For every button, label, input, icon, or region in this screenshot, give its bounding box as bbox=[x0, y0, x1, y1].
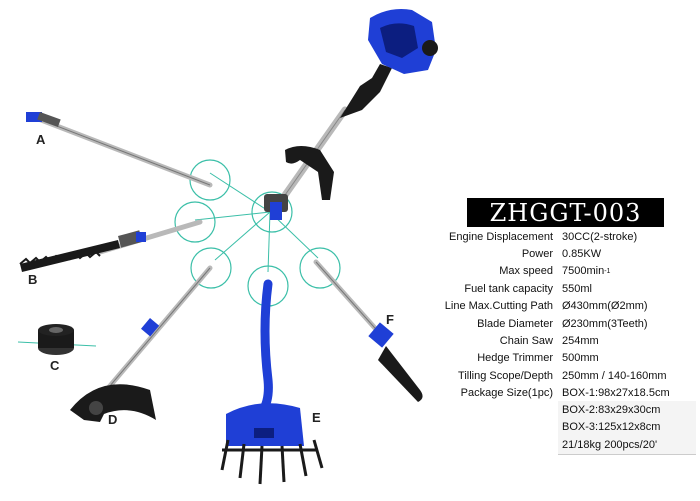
spec-row: Power 0.85KW bbox=[418, 245, 696, 262]
spec-value: BOX-1:98x27x18.5cm bbox=[562, 387, 670, 400]
spec-row: Chain Saw 254mm bbox=[418, 332, 696, 349]
spec-value: 500mm bbox=[562, 352, 599, 365]
label-f: F bbox=[386, 312, 394, 327]
spec-label: Power bbox=[521, 248, 553, 261]
package-box-2: BOX-2:83x29x30cm bbox=[558, 401, 696, 420]
attachment-d-brush-cutter-icon bbox=[70, 265, 213, 422]
label-a: A bbox=[36, 132, 46, 147]
connector-circles bbox=[174, 159, 341, 307]
spec-row-extra: BOX-3:125x12x8cm bbox=[418, 418, 696, 438]
spec-row: Line Max.Cutting Path Ø430mm(Ø2mm) bbox=[418, 298, 696, 315]
connector-lines bbox=[194, 172, 319, 273]
power-unit-icon bbox=[264, 9, 438, 220]
spec-row: Hedge Trimmer 500mm bbox=[418, 350, 696, 367]
spec-row: Fuel tank capacity 550ml bbox=[418, 280, 696, 297]
max-speed-value: 7500min bbox=[562, 265, 605, 278]
spec-value: 7500min-1 bbox=[558, 263, 696, 280]
spec-label: Blade Diameter bbox=[477, 317, 553, 330]
label-b: B bbox=[28, 272, 38, 287]
spec-label: Hedge Trimmer bbox=[477, 352, 553, 365]
package-box-3: BOX-3:125x12x8cm bbox=[558, 418, 696, 438]
spec-value: 0.85KW bbox=[562, 248, 602, 261]
spec-value: 30CC(2-stroke) bbox=[562, 230, 638, 243]
spec-label: Chain Saw bbox=[499, 335, 553, 348]
spec-label: Engine Displacement bbox=[449, 230, 553, 243]
model-title: ZHGGT-003 bbox=[467, 198, 664, 227]
spec-row: Tilling Scope/Depth 250mm / 140-160mm bbox=[418, 367, 696, 384]
spec-label: Package Size(1pc) bbox=[460, 387, 553, 400]
spec-label: Tilling Scope/Depth bbox=[458, 369, 553, 382]
spec-label: Line Max.Cutting Path bbox=[444, 300, 553, 313]
spec-row: Engine Displacement 30CC(2-stroke) bbox=[418, 228, 696, 245]
label-c: C bbox=[50, 358, 60, 373]
spec-label: Fuel tank capacity bbox=[464, 282, 553, 295]
spec-row-extra: 21/18kg 200pcs/20' bbox=[418, 436, 696, 455]
max-speed-unit-exponent: -1 bbox=[604, 267, 611, 275]
spec-value: 254mm bbox=[562, 335, 599, 348]
attachment-c-trimmer-head-icon bbox=[17, 324, 97, 355]
weight-and-loading: 21/18kg 200pcs/20' bbox=[558, 436, 696, 455]
attachment-e-tiller-icon bbox=[220, 279, 324, 485]
spec-row: Blade Diameter Ø230mm(3Teeth) bbox=[418, 315, 696, 332]
spec-row: Max speed 7500min-1 bbox=[418, 263, 696, 280]
spec-table: Engine Displacement 30CC(2-stroke) Power 0… bbox=[418, 228, 696, 455]
spec-row-extra: BOX-2:83x29x30cm bbox=[418, 401, 696, 420]
attachment-f-pole-saw-icon bbox=[313, 259, 423, 402]
spec-row: Package Size(1pc) BOX-1:98x27x18.5cm bbox=[418, 385, 696, 402]
label-d: D bbox=[108, 412, 118, 427]
spec-value: Ø430mm(Ø2mm) bbox=[562, 300, 648, 313]
label-e: E bbox=[312, 410, 321, 425]
spec-value: 250mm / 140-160mm bbox=[562, 369, 667, 382]
spec-value: Ø230mm(3Teeth) bbox=[562, 317, 648, 330]
spec-value: 550ml bbox=[562, 282, 592, 295]
spec-label: Max speed bbox=[499, 265, 553, 278]
attachment-b-hedge-trimmer-icon bbox=[19, 219, 203, 272]
product-illustration bbox=[17, 9, 438, 485]
attachment-a-pole-icon bbox=[26, 112, 213, 188]
